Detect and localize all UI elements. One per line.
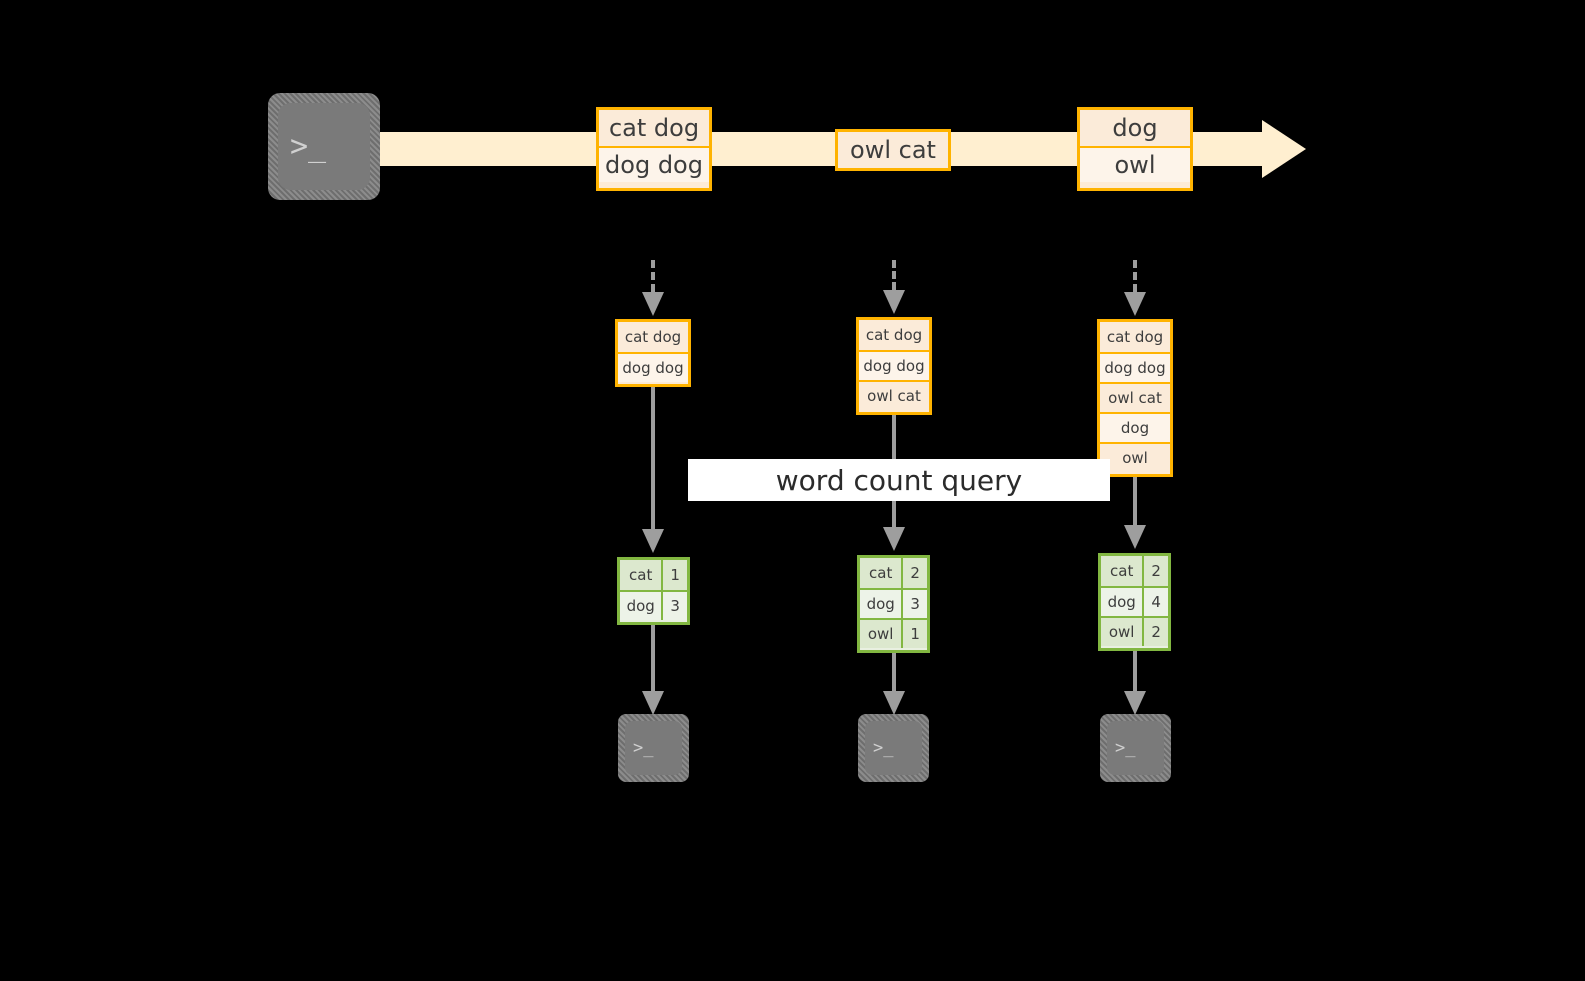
snapshot-3-dashed-connector [1133, 260, 1137, 292]
snapshot-1-input-row: cat dog [618, 322, 688, 352]
snapshot-2-result-count: 2 [901, 558, 927, 588]
snapshot-1-sink-terminal-icon[interactable]: >_ [618, 714, 689, 782]
snapshot-1-dashed-arrowhead [642, 292, 664, 316]
stream-event-2-line-1: owl cat [838, 132, 948, 168]
source-terminal-icon[interactable]: >_ [268, 93, 380, 200]
snapshot-2-dashed-connector [892, 260, 896, 290]
snapshot-1-result-count: 3 [661, 592, 687, 620]
table-row[interactable]: cat 1 [620, 560, 687, 590]
snapshot-1-sink-terminal-prompt: >_ [633, 737, 654, 758]
snapshot-2-sink-terminal-screen: >_ [865, 721, 922, 775]
snapshot-3-query-arrowhead [1124, 525, 1146, 549]
snapshot-2-sink-connector [892, 653, 896, 691]
snapshot-3-result-count: 4 [1142, 588, 1168, 616]
snapshot-3-sink-terminal-prompt: >_ [1115, 737, 1136, 758]
snapshot-3-input-row: owl [1100, 442, 1170, 472]
table-row[interactable]: cat 2 [860, 558, 927, 588]
snapshot-1-query-arrowhead [642, 529, 664, 553]
snapshot-3-sink-arrowhead [1124, 691, 1146, 715]
snapshot-2-sink-arrowhead [883, 691, 905, 715]
stream-event-1-line-1: cat dog [599, 110, 709, 146]
snapshot-1-query-connector [651, 387, 655, 529]
snapshot-2-sink-terminal-prompt: >_ [873, 737, 894, 758]
snapshot-3-result-word: cat [1101, 556, 1143, 586]
snapshot-3-result-count: 2 [1142, 618, 1168, 646]
snapshot-3-input-row: cat dog [1100, 322, 1170, 352]
snapshot-3-result-count: 2 [1142, 556, 1168, 586]
query-label: word count query [688, 459, 1110, 501]
snapshot-3-sink-terminal-screen: >_ [1107, 721, 1164, 775]
snapshot-1-sink-connector [651, 625, 655, 691]
snapshot-1-result-word: dog [620, 592, 662, 620]
snapshot-3-query-connector [1133, 477, 1137, 525]
snapshot-3-sink-terminal-icon[interactable]: >_ [1100, 714, 1171, 782]
snapshot-2-result-word: dog [860, 590, 902, 618]
snapshot-3-result-table[interactable]: cat 2 dog 4 owl 2 [1098, 553, 1171, 651]
stream-event-1-line-2: dog dog [599, 146, 709, 182]
snapshot-2-dashed-arrowhead [883, 290, 905, 314]
snapshot-2-result-count: 1 [901, 620, 927, 648]
query-label-text: word count query [775, 463, 1023, 497]
snapshot-2-input-table[interactable]: cat dog dog dog owl cat [856, 317, 932, 415]
snapshot-3-sink-connector [1133, 651, 1137, 691]
source-terminal-screen: >_ [278, 103, 370, 190]
snapshot-1-input-table[interactable]: cat dog dog dog [615, 319, 691, 387]
snapshot-3-input-row: dog [1100, 412, 1170, 442]
snapshot-3-result-word: dog [1101, 588, 1143, 616]
stream-event-3-line-1: dog [1080, 110, 1190, 146]
snapshot-3-result-word: owl [1101, 618, 1143, 646]
snapshot-2-result-word: owl [860, 620, 902, 648]
snapshot-1-result-word: cat [620, 560, 662, 590]
snapshot-2-input-row: cat dog [859, 320, 929, 350]
snapshot-2-result-count: 3 [901, 590, 927, 618]
stream-event-2[interactable]: owl cat [835, 129, 951, 171]
snapshot-2-input-row: owl cat [859, 380, 929, 410]
table-row[interactable]: owl 1 [860, 618, 927, 648]
table-row[interactable]: owl 2 [1101, 616, 1168, 646]
snapshot-1-result-count: 1 [661, 560, 687, 590]
table-row[interactable]: dog 3 [860, 588, 927, 618]
table-row[interactable]: cat 2 [1101, 556, 1168, 586]
snapshot-1-result-table[interactable]: cat 1 dog 3 [617, 557, 690, 625]
stream-arrowhead [1262, 120, 1306, 178]
snapshot-1-dashed-connector [651, 260, 655, 292]
snapshot-3-input-row: owl cat [1100, 382, 1170, 412]
snapshot-2-result-table[interactable]: cat 2 dog 3 owl 1 [857, 555, 930, 653]
snapshot-2-sink-terminal-icon[interactable]: >_ [858, 714, 929, 782]
snapshot-1-input-row: dog dog [618, 352, 688, 382]
source-terminal-prompt: >_ [290, 128, 327, 164]
stream-event-3[interactable]: dog owl [1077, 107, 1193, 191]
snapshot-3-input-row: dog dog [1100, 352, 1170, 382]
snapshot-2-result-word: cat [860, 558, 902, 588]
snapshot-2-query-arrowhead [883, 527, 905, 551]
snapshot-3-input-table[interactable]: cat dog dog dog owl cat dog owl [1097, 319, 1173, 477]
table-row[interactable]: dog 4 [1101, 586, 1168, 616]
snapshot-2-input-row: dog dog [859, 350, 929, 380]
stream-event-3-line-2: owl [1080, 146, 1190, 182]
stream-event-1[interactable]: cat dog dog dog [596, 107, 712, 191]
snapshot-1-sink-terminal-screen: >_ [625, 721, 682, 775]
snapshot-1-sink-arrowhead [642, 691, 664, 715]
table-row[interactable]: dog 3 [620, 590, 687, 620]
snapshot-3-dashed-arrowhead [1124, 292, 1146, 316]
